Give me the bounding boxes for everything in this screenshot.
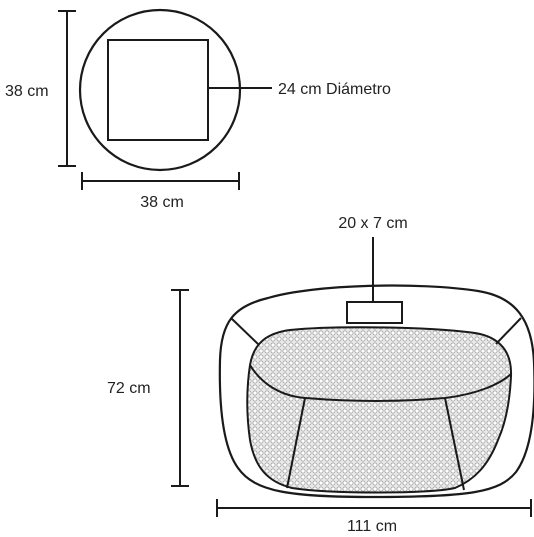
cushion-width-dimension	[81, 172, 240, 190]
cushion-outline	[78, 8, 242, 172]
diameter-label: 24 cm Diámetro	[278, 81, 391, 98]
cushion-width-label: 38 cm	[140, 194, 184, 211]
bed-height-dimension	[171, 289, 189, 487]
cushion-inner-square	[107, 39, 209, 141]
bed-left-side-seam	[286, 397, 306, 489]
bed-height-label: 72 cm	[107, 380, 151, 397]
cushion-height-dimension	[58, 10, 76, 167]
bed-left-corner-seam	[230, 317, 259, 345]
round-cushion	[78, 8, 242, 172]
bed-width-label: 111 cm	[347, 518, 397, 535]
bed-outer-bolster	[218, 284, 534, 499]
bed-right-side-seam	[444, 397, 465, 491]
cushion-height-label: 38 cm	[5, 83, 49, 100]
bed-mesh-cushion	[246, 326, 513, 494]
bed-right-corner-seam	[495, 317, 522, 345]
pocket-size-label: 20 x 7 cm	[338, 215, 407, 232]
bed-inner-front-edge	[249, 364, 512, 402]
bed-width-dimension	[216, 499, 532, 517]
dog-bed	[218, 284, 534, 499]
bed-label-pocket	[346, 301, 403, 324]
